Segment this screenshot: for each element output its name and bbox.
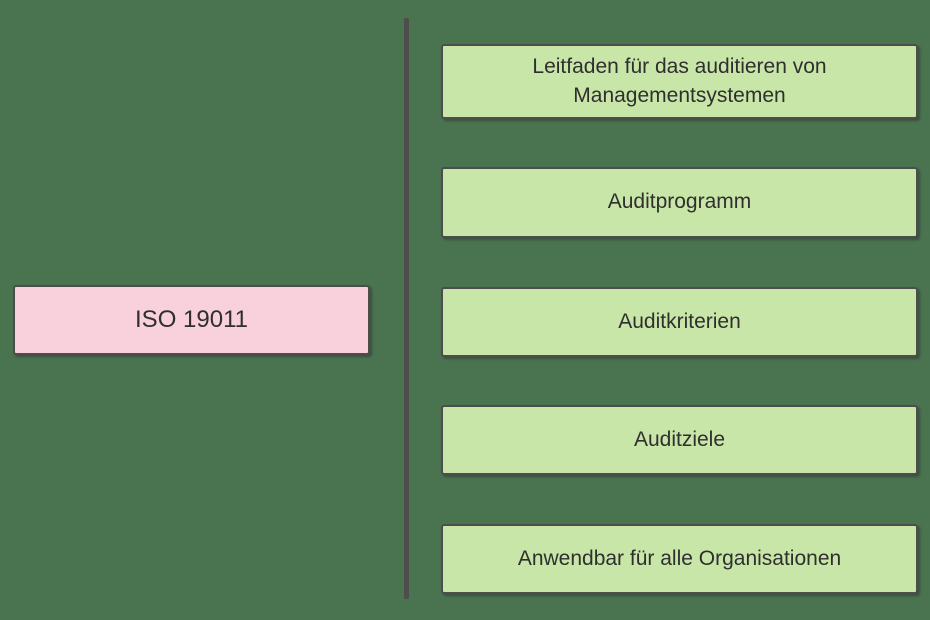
node-auditkriterien-label: Auditkriterien xyxy=(618,309,741,333)
node-anwendbar-label: Anwendbar für alle Organisationen xyxy=(517,546,842,570)
node-iso-19011-label: ISO 19011 xyxy=(135,306,248,333)
node-auditziele: Auditziele xyxy=(441,405,918,475)
node-leitfaden: Leitfaden für das auditieren von Managem… xyxy=(441,44,918,119)
node-iso-19011: ISO 19011 xyxy=(13,285,370,355)
node-auditkriterien: Auditkriterien xyxy=(441,287,918,357)
vertical-divider xyxy=(404,18,409,599)
node-auditprogramm: Auditprogramm xyxy=(441,167,918,238)
node-anwendbar: Anwendbar für alle Organisationen xyxy=(441,524,918,594)
node-auditprogramm-label: Auditprogramm xyxy=(607,190,752,214)
node-auditziele-label: Auditziele xyxy=(633,427,726,451)
node-leitfaden-label: Leitfaden für das auditieren von Managem… xyxy=(532,55,827,107)
